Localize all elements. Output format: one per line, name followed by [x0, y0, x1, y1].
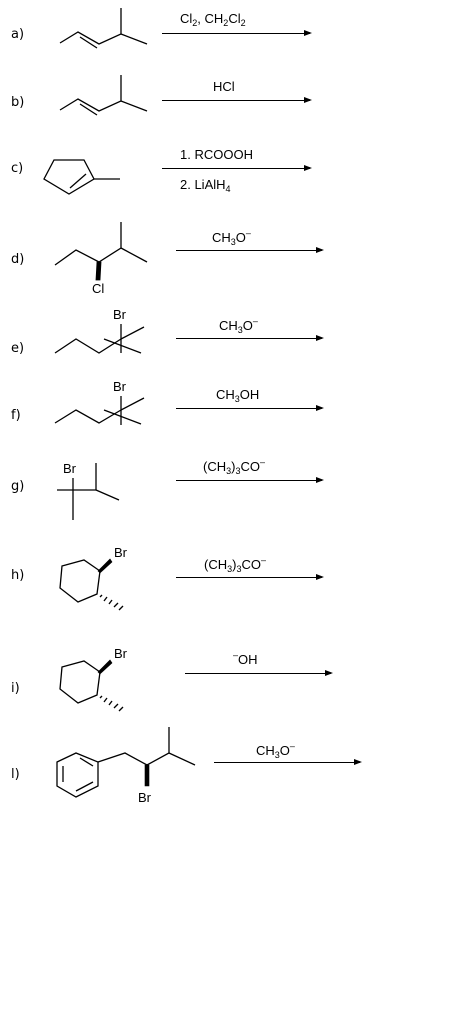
- arrow-i: [185, 670, 333, 676]
- arrow-l: [214, 759, 362, 765]
- reagent-a: Cl2, CH2Cl2: [180, 11, 246, 28]
- label-g: g): [11, 479, 25, 494]
- atom-br-l: Br: [138, 790, 151, 805]
- reagent-c-line1: 1. RCOOOH: [180, 147, 253, 162]
- arrow-c: [162, 165, 312, 171]
- molecule-a: [59, 8, 148, 49]
- atom-br-h: Br: [114, 545, 127, 560]
- reagent-e: CH3O–: [219, 316, 258, 335]
- molecule-l: [56, 727, 196, 798]
- molecule-f: [54, 396, 145, 425]
- reagent-l: CH3O–: [256, 741, 295, 760]
- reagent-d: CH3O–: [212, 228, 251, 247]
- label-b: b): [11, 95, 25, 110]
- label-c: c): [11, 161, 24, 176]
- hashed-bond-h: [99, 594, 124, 611]
- molecule-g: [57, 463, 120, 520]
- atom-br-i: Br: [114, 646, 127, 661]
- reagent-h: (CH3)3CO–: [204, 555, 266, 574]
- arrow-b: [162, 97, 312, 103]
- arrow-d: [176, 247, 324, 253]
- molecule-h: [59, 558, 124, 611]
- arrow-g: [176, 477, 324, 483]
- molecule-c: [43, 159, 120, 195]
- label-l: l): [11, 767, 20, 782]
- arrow-f: [176, 405, 324, 411]
- atom-br-f: Br: [113, 379, 126, 394]
- arrow-e: [176, 335, 324, 341]
- reagent-f: CH3OH: [216, 387, 260, 404]
- reagent-c-line2: 2. LiAlH4: [180, 177, 231, 194]
- label-h: h): [11, 568, 25, 583]
- atom-cl-d: Cl: [92, 281, 105, 296]
- label-e: e): [11, 341, 25, 356]
- molecule-d: [54, 222, 148, 281]
- molecule-i: [59, 659, 124, 712]
- label-a: a): [11, 27, 25, 42]
- arrow-h: [176, 574, 324, 580]
- molecule-e: [54, 324, 145, 354]
- reagent-i: –OH: [233, 650, 258, 667]
- label-d: d): [11, 252, 25, 267]
- label-f: f): [11, 408, 21, 423]
- molecule-b: [59, 75, 148, 116]
- arrow-a: [162, 30, 312, 36]
- reagent-b: HCl: [213, 79, 235, 94]
- label-i: i): [11, 681, 20, 696]
- atom-br-g: Br: [63, 461, 76, 476]
- reagent-g: (CH3)3CO–: [203, 457, 265, 476]
- atom-br-e: Br: [113, 307, 126, 322]
- hashed-bond-i: [99, 695, 124, 712]
